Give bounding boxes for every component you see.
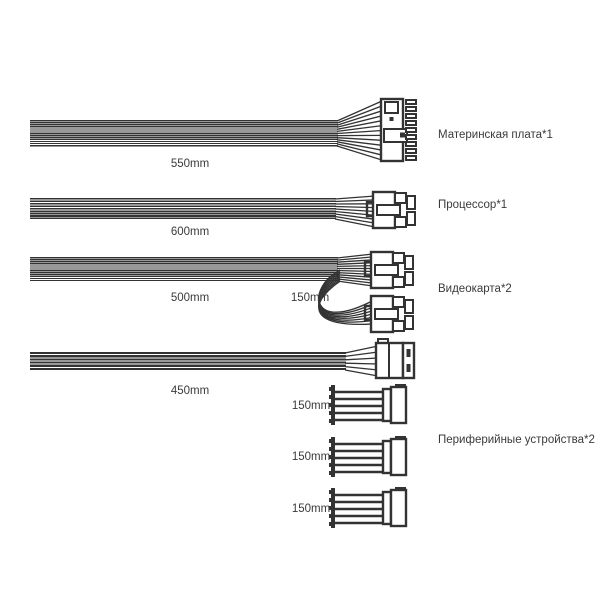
label-peripheral: Периферийные устройства*2 (438, 434, 595, 446)
floppy-4pin-connector (374, 337, 416, 380)
label-gpu: Видеокарта*2 (438, 283, 512, 295)
length-label-gpu-2: 150mm (290, 292, 330, 304)
atx-24pin-connector (379, 97, 418, 163)
eps-8pin-connector (365, 190, 417, 230)
gpu-cable-ribbon (30, 257, 338, 282)
pcie-8pin-connector-2 (363, 294, 415, 334)
peripheral-fan (344, 345, 379, 377)
pcie-8pin-connector-1 (363, 250, 415, 290)
gpu-daisy-chain-loop (318, 269, 375, 326)
peripheral-cable-ribbon (30, 352, 346, 371)
motherboard-fan (336, 100, 383, 161)
length-label-peripheral-1: 150mm (291, 400, 331, 412)
length-label-gpu-1: 500mm (170, 292, 210, 304)
cpu-fan (334, 195, 376, 228)
length-label-peripheral-trunk: 450mm (170, 385, 210, 397)
gpu-fan (336, 253, 374, 287)
length-label-peripheral-2: 150mm (291, 451, 331, 463)
label-cpu: Процессор*1 (438, 199, 508, 211)
motherboard-cable-ribbon (30, 120, 338, 147)
length-label-peripheral-3: 150mm (291, 503, 331, 515)
length-label-cpu: 600mm (170, 226, 210, 238)
label-motherboard: Материнская плата*1 (438, 129, 553, 141)
cpu-cable-ribbon (30, 198, 336, 220)
fan-out-wires (318, 100, 383, 377)
length-label-motherboard: 550mm (170, 158, 210, 170)
